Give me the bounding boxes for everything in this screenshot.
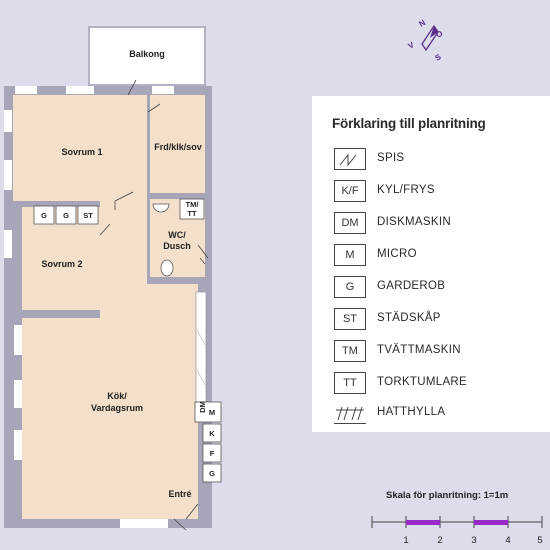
washer-dryer-box bbox=[179, 198, 205, 220]
scale-segment-3 bbox=[474, 520, 508, 525]
window-top-left bbox=[15, 86, 37, 94]
legend-label-fridge: KYL/FRYS bbox=[377, 184, 435, 196]
kitchen-k-label: K bbox=[209, 429, 215, 438]
door-wc bbox=[197, 244, 209, 259]
scale-segment-1 bbox=[406, 520, 440, 525]
door-bedroom2 bbox=[99, 223, 111, 236]
legend-panel: Förklaring till planritning SPIS K/F KYL… bbox=[312, 96, 550, 432]
legend-code-dryer: TT bbox=[334, 372, 366, 394]
compass-north-tip-icon bbox=[430, 26, 438, 38]
room-label-wc-2: Dusch bbox=[163, 241, 191, 251]
kitchen-g-label: G bbox=[209, 469, 215, 478]
room-label-balcony: Balkong bbox=[129, 49, 165, 59]
window-top-middle bbox=[66, 86, 94, 94]
wardrobe-box-2 bbox=[55, 205, 77, 225]
floor-storage bbox=[150, 95, 205, 193]
compass-o: O bbox=[435, 29, 445, 40]
scale-label-1: 1 bbox=[403, 535, 408, 546]
window-left-3 bbox=[4, 230, 12, 258]
legend-code-fridge: K/F bbox=[334, 180, 366, 202]
scale-label: Skala för planritning: 1=1m bbox=[386, 490, 509, 501]
legend-title: Förklaring till planritning bbox=[332, 116, 486, 131]
stove-icon bbox=[196, 329, 206, 386]
door-balcony bbox=[127, 79, 137, 96]
wardrobe-label-2: G bbox=[63, 211, 69, 220]
compass-rose: N O V S bbox=[407, 18, 445, 63]
window-left-2 bbox=[4, 160, 12, 190]
legend-label-stove: SPIS bbox=[377, 152, 405, 164]
scale-label-5: 5 bbox=[537, 535, 542, 546]
scale-bar: 1 2 3 4 5 bbox=[371, 516, 543, 546]
legend-label-cleaning-closet: STÄDSKÅP bbox=[377, 312, 441, 324]
room-label-bedroom2: Sovrum 2 bbox=[41, 259, 82, 269]
floor-bedroom1 bbox=[13, 95, 147, 201]
toilet-icon bbox=[160, 259, 174, 277]
room-label-kitchen-2: Vardagsrum bbox=[91, 403, 143, 413]
legend-label-dryer: TORKTUMLARE bbox=[377, 376, 467, 388]
sink-icon bbox=[152, 203, 170, 213]
legend-code-micro: M bbox=[334, 244, 366, 266]
room-label-wc-1: WC/ bbox=[168, 230, 186, 240]
kitchen-f-label: F bbox=[210, 449, 215, 458]
legend-label-washer: TVÄTTMASKIN bbox=[377, 344, 461, 356]
kitchen-dm-m-box bbox=[194, 401, 222, 423]
kitchen-k-box bbox=[202, 423, 222, 443]
legend-label-wardrobe: GARDEROB bbox=[377, 280, 446, 292]
room-label-kitchen-1: Kök/ bbox=[107, 391, 127, 401]
room-label-entrance: Entré bbox=[168, 489, 191, 499]
legend-code-wardrobe: G bbox=[334, 276, 366, 298]
shower-icon bbox=[199, 257, 206, 265]
floor-plan: Balkong G G ST TM/ TT DM M K F G Sovrum … bbox=[4, 26, 222, 531]
kitchen-g-box bbox=[202, 463, 222, 483]
compass-s: S bbox=[434, 52, 444, 63]
legend-label-micro: MICRO bbox=[377, 248, 417, 260]
washer-dryer-label-1: TM/ bbox=[186, 200, 200, 209]
scale-label-3: 3 bbox=[471, 535, 476, 546]
floor-kitchen-living bbox=[22, 201, 198, 519]
compass-needle-icon bbox=[421, 24, 439, 52]
scale-label-4: 4 bbox=[505, 535, 510, 546]
wardrobe-label-1: G bbox=[41, 211, 47, 220]
kitchen-m-label: M bbox=[209, 408, 215, 417]
window-left-1 bbox=[4, 110, 12, 132]
scale-label-2: 2 bbox=[437, 535, 442, 546]
washer-dryer-label-2: TT bbox=[187, 209, 197, 218]
window-top-right bbox=[152, 86, 174, 94]
room-label-storage: Frd/klk/sov bbox=[154, 142, 202, 152]
legend-code-dishwasher: DM bbox=[334, 212, 366, 234]
room-label-bedroom1: Sovrum 1 bbox=[61, 147, 102, 157]
compass-v: V bbox=[407, 40, 417, 51]
window-left-4 bbox=[14, 325, 22, 355]
wardrobe-box-1 bbox=[33, 205, 55, 225]
kitchen-counter bbox=[195, 291, 207, 403]
legend-label-dishwasher: DISKMASKIN bbox=[377, 216, 451, 228]
kitchen-f-box bbox=[202, 443, 222, 463]
legend-code-cleaning-closet: ST bbox=[334, 308, 366, 330]
kitchen-dm-label: DM bbox=[198, 401, 207, 413]
window-left-5 bbox=[14, 380, 22, 408]
window-bottom bbox=[120, 519, 168, 528]
closet-label: ST bbox=[83, 211, 93, 220]
door-entrance bbox=[173, 503, 199, 531]
closet-box bbox=[77, 205, 99, 225]
compass-n: N bbox=[418, 18, 428, 29]
balcony-area bbox=[88, 26, 206, 86]
window-left-6 bbox=[14, 430, 22, 460]
hat-shelf-icon bbox=[334, 402, 366, 424]
stove-icon bbox=[334, 148, 366, 170]
legend-label-hat-shelf: HATTHYLLA bbox=[377, 406, 446, 418]
door-bedroom1 bbox=[114, 191, 134, 210]
door-storage bbox=[147, 103, 161, 113]
legend-code-washer: TM bbox=[334, 340, 366, 362]
